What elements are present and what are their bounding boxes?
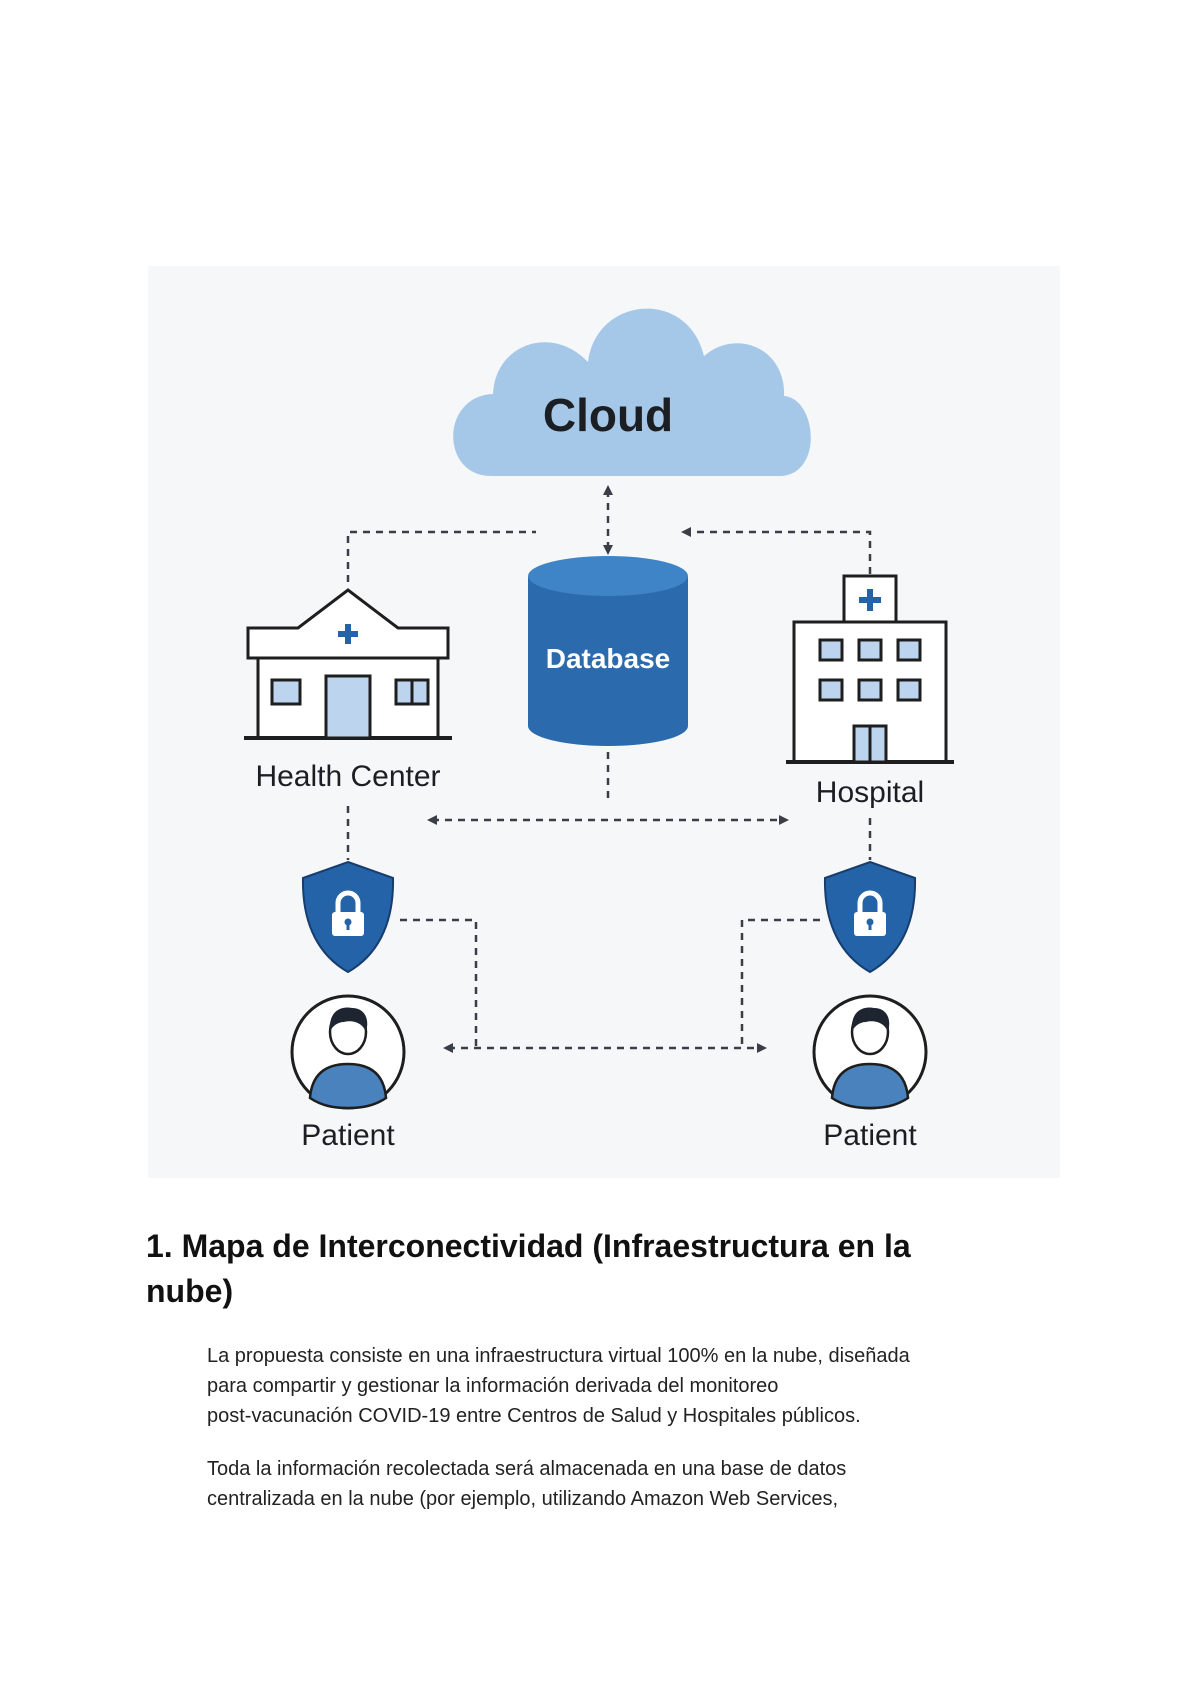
shield-lock-icon-right [823, 860, 917, 974]
paragraph-line: Toda la información recolectada será alm… [207, 1458, 847, 1480]
heading-line-2: nube) [146, 1273, 234, 1309]
paragraph-line: para compartir y gestionar la informació… [207, 1375, 779, 1397]
hospital-cloud-link [681, 527, 872, 574]
heading-line-1: 1. Mapa de Interconectividad (Infraestru… [146, 1228, 911, 1264]
database-icon [528, 556, 688, 746]
paragraph-line: post-vacunación COVID-19 entre Centros d… [207, 1405, 861, 1427]
section-heading: 1. Mapa de Interconectividad (Infraestru… [146, 1224, 1046, 1314]
patient-avatar-icon-left [290, 994, 406, 1110]
paragraph-proposal: La propuesta consiste en una infraestruc… [207, 1341, 1027, 1431]
interconnectivity-diagram: Cloud Database Health Center [148, 266, 1060, 1178]
health-center-icon [244, 588, 452, 740]
cloud-label: Cloud [543, 389, 673, 441]
hospital-icon [786, 574, 954, 764]
connection-lines [346, 485, 872, 1053]
patient-label-right: Patient [823, 1119, 917, 1152]
paragraph-line: centralizada en la nube (por ejemplo, ut… [207, 1488, 839, 1510]
patient-avatar-icon-right [812, 994, 928, 1110]
right-shield-link [740, 918, 820, 1048]
database-label: Database [546, 643, 671, 674]
health-center-label: Health Center [255, 760, 440, 793]
paragraph-storage: Toda la información recolectada será alm… [207, 1454, 1027, 1514]
cloud-icon [453, 308, 811, 477]
paragraph-line: La propuesta consiste en una infraestruc… [207, 1345, 910, 1367]
shield-lock-icon-left [301, 860, 395, 974]
hospital-label: Hospital [816, 776, 924, 809]
patient-label-left: Patient [301, 1119, 395, 1152]
health-center-cloud-link [346, 530, 536, 582]
left-shield-link [400, 918, 478, 1048]
